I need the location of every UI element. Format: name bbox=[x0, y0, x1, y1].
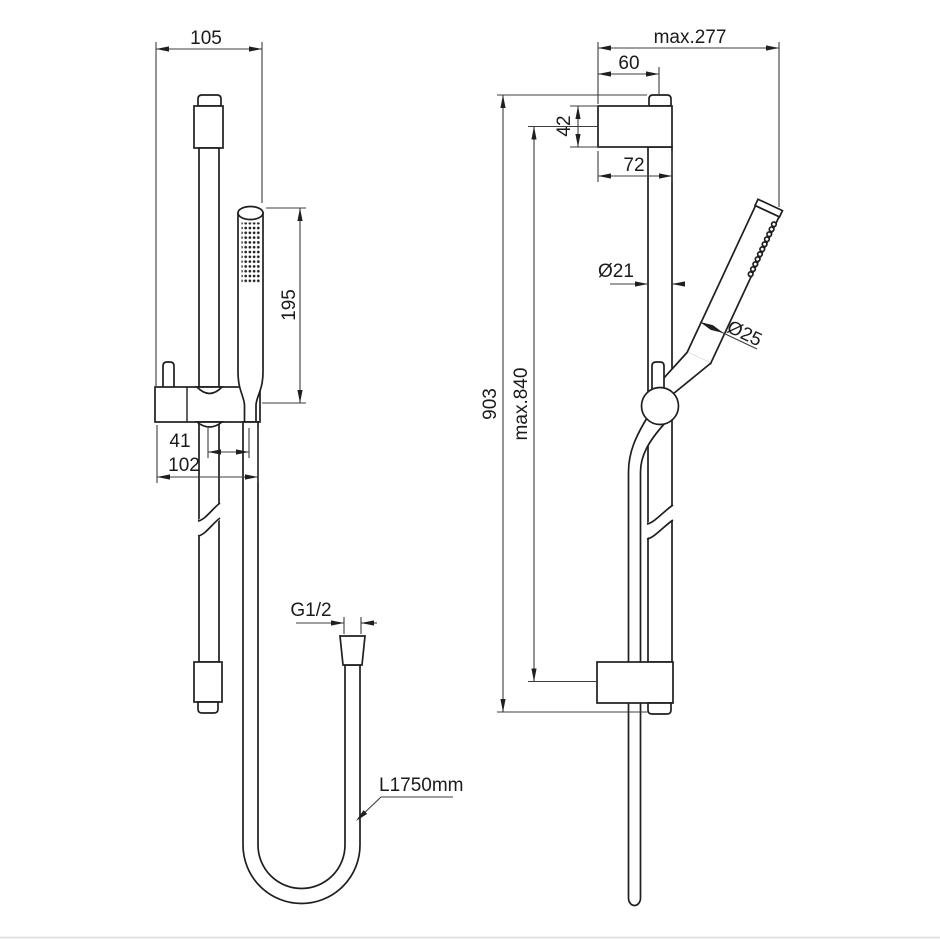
side-view bbox=[596, 94, 784, 907]
dim-label-60: 60 bbox=[618, 53, 639, 74]
hand-shower-top bbox=[237, 205, 264, 221]
rail-break-line bbox=[197, 502, 221, 522]
holder-lever-pin-side bbox=[651, 361, 665, 392]
dim-label-195: 195 bbox=[279, 289, 300, 321]
dim-label-903: 903 bbox=[480, 388, 501, 420]
handle-cone-fill bbox=[652, 352, 711, 394]
dim-label-dia21: Ø21 bbox=[598, 261, 634, 282]
rail-bottom-stub bbox=[647, 702, 672, 715]
top-wall-bracket bbox=[597, 105, 673, 148]
dim-label-max277: max.277 bbox=[654, 27, 727, 48]
ball-joint bbox=[640, 386, 680, 426]
top-bracket-knob bbox=[648, 94, 672, 107]
shower-hose-side bbox=[627, 417, 667, 907]
rail-break-gap bbox=[197, 502, 221, 538]
handle-cone-edge bbox=[672, 362, 712, 395]
holder-lever-pin bbox=[162, 361, 175, 391]
holder-bottom-notch bbox=[194, 421, 225, 428]
hose-fitting-g12 bbox=[339, 635, 366, 666]
dim-label-dia25: Ø25 bbox=[724, 317, 765, 351]
rail-top-tip bbox=[197, 94, 222, 107]
rail-break-gap-side bbox=[646, 505, 674, 539]
dim-label-max840: max.840 bbox=[511, 368, 532, 441]
rail-break-line bbox=[646, 519, 674, 540]
dim-label-105: 105 bbox=[190, 28, 222, 49]
dim-label-g12: G1/2 bbox=[290, 600, 331, 621]
rail-break-line bbox=[197, 517, 221, 537]
nozzle-beads bbox=[747, 221, 778, 278]
rail-top-cap bbox=[193, 105, 224, 149]
bottom-wall-bracket bbox=[596, 661, 674, 704]
rail-break-line bbox=[646, 504, 674, 525]
dim-label-41: 41 bbox=[169, 431, 190, 452]
dim-label-72: 72 bbox=[623, 155, 644, 176]
front-view bbox=[154, 94, 366, 905]
holder-top-notch bbox=[195, 386, 224, 395]
rail-bottom-cap bbox=[193, 661, 223, 703]
spray-face-dots bbox=[241, 222, 261, 284]
hose-length-label: L1750mm bbox=[379, 775, 464, 796]
shower-hose-front bbox=[242, 421, 361, 905]
rail-bottom-foot bbox=[197, 701, 219, 714]
dim-label-102: 102 bbox=[168, 455, 200, 476]
dimensions: 105 195 41 102 G1/2 L1750mm bbox=[155, 27, 780, 821]
